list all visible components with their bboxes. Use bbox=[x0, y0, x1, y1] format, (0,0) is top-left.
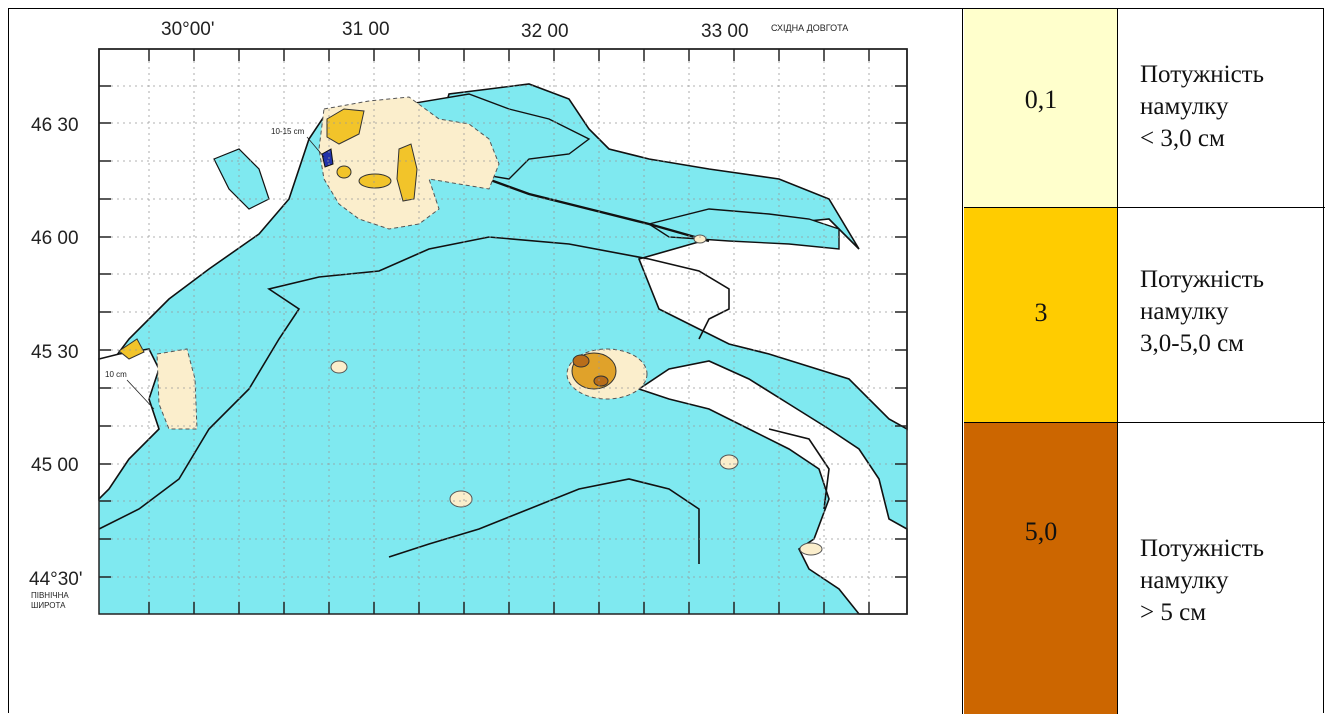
annotation-danube: 10 cm bbox=[105, 370, 127, 379]
map-frame bbox=[98, 48, 908, 615]
sediment-low-spot-4 bbox=[799, 542, 823, 556]
sea-area bbox=[99, 49, 907, 614]
depth-contour-3 bbox=[768, 428, 830, 510]
coast-spit bbox=[473, 172, 710, 243]
sediment-low-spot-3 bbox=[719, 454, 739, 470]
sediment-mid-north bbox=[326, 108, 365, 145]
legend-desc-high: Потужність намулку > 5 см bbox=[1140, 533, 1264, 629]
annotation-danube-leader bbox=[126, 379, 155, 410]
sediment-low-spot-1 bbox=[330, 360, 348, 374]
frame-ticks bbox=[99, 49, 907, 614]
legend-row-high: 5,0 Потужність намулку > 5 см bbox=[964, 423, 1325, 714]
legend-desc-high-line2: намулку bbox=[1140, 567, 1229, 594]
legend-desc-high-line3: > 5 см bbox=[1140, 599, 1207, 626]
figure-table: 30°00' 31 00 32 00 33 00 СХІДНА ДОВГОТА … bbox=[8, 8, 1325, 714]
lon-label-30: 30°00' bbox=[161, 19, 215, 40]
legend-value-mid: 3 bbox=[1034, 298, 1048, 327]
sediment-low-spot-5 bbox=[693, 234, 707, 244]
legend-desc-low-line2: намулку bbox=[1140, 93, 1229, 120]
legend-value-low: 0,1 bbox=[1024, 85, 1058, 114]
lat-axis-title-1: ПІВНІЧНА bbox=[31, 591, 69, 600]
legend-swatch-low bbox=[964, 9, 1118, 207]
odesa-marker bbox=[321, 148, 334, 168]
lon-label-31: 31 00 bbox=[342, 19, 390, 40]
legend-swatch-mid bbox=[964, 208, 1118, 422]
lon-label-33: 33 00 bbox=[701, 21, 749, 42]
sediment-map: 30°00' 31 00 32 00 33 00 СХІДНА ДОВГОТА … bbox=[29, 19, 908, 615]
depth-contour-2 bbox=[388, 478, 700, 564]
sediment-low-spot-2 bbox=[449, 490, 473, 508]
lat-label-4430: 44°30' bbox=[29, 569, 83, 590]
lon-label-32: 32 00 bbox=[521, 21, 569, 42]
legend-desc-low: Потужність намулку < 3,0 см bbox=[1140, 59, 1264, 155]
lat-axis-title-2: ШИРОТА bbox=[31, 601, 66, 610]
legend-swatch-high bbox=[964, 423, 1118, 714]
legend-desc-high-line1: Потужність bbox=[1140, 535, 1265, 562]
legend-desc-low-line1: Потужність bbox=[1140, 61, 1265, 88]
depth-contour-1 bbox=[98, 236, 730, 530]
land-north bbox=[98, 48, 908, 431]
legend-desc-low-line3: < 3,0 см bbox=[1140, 125, 1225, 152]
map-cell: 30°00' 31 00 32 00 33 00 СХІДНА ДОВГОТА … bbox=[9, 9, 963, 714]
sediment-mid-spot-1 bbox=[358, 173, 392, 189]
lat-label-4630: 46 30 bbox=[31, 115, 79, 136]
lon-axis-title: СХІДНА ДОВГОТА bbox=[771, 23, 848, 33]
sediment-mid-danube bbox=[118, 338, 145, 360]
legend-desc-mid-line1: Потужність bbox=[1140, 266, 1265, 293]
legend-value-high: 5,0 bbox=[1024, 517, 1058, 546]
lat-label-4500: 45 00 bbox=[31, 455, 79, 476]
grid-horizontal bbox=[99, 85, 907, 578]
legend-row-mid: 3 Потужність намулку 3,0-5,0 см bbox=[964, 208, 1325, 423]
lat-label-4530: 45 30 bbox=[31, 342, 79, 363]
legend-desc-mid: Потужність намулку 3,0-5,0 см bbox=[1140, 264, 1264, 360]
sediment-low-danube bbox=[156, 348, 198, 430]
legend-desc-mid-line2: намулку bbox=[1140, 298, 1229, 325]
sediment-high-2 bbox=[593, 375, 609, 387]
sediment-high-1 bbox=[572, 354, 590, 368]
legend-desc-mid-line3: 3,0-5,0 см bbox=[1140, 330, 1244, 357]
grid-vertical bbox=[148, 49, 870, 614]
sediment-mid-spot-2 bbox=[336, 165, 352, 179]
sediment-mid-odesa bbox=[396, 143, 418, 202]
lat-label-4600: 46 00 bbox=[31, 228, 79, 249]
legend-row-low: 0,1 Потужність намулку < 3,0 см bbox=[964, 9, 1325, 208]
annotation-odesa-leader bbox=[306, 136, 325, 158]
annotation-odesa: 10-15 cm bbox=[271, 127, 305, 136]
